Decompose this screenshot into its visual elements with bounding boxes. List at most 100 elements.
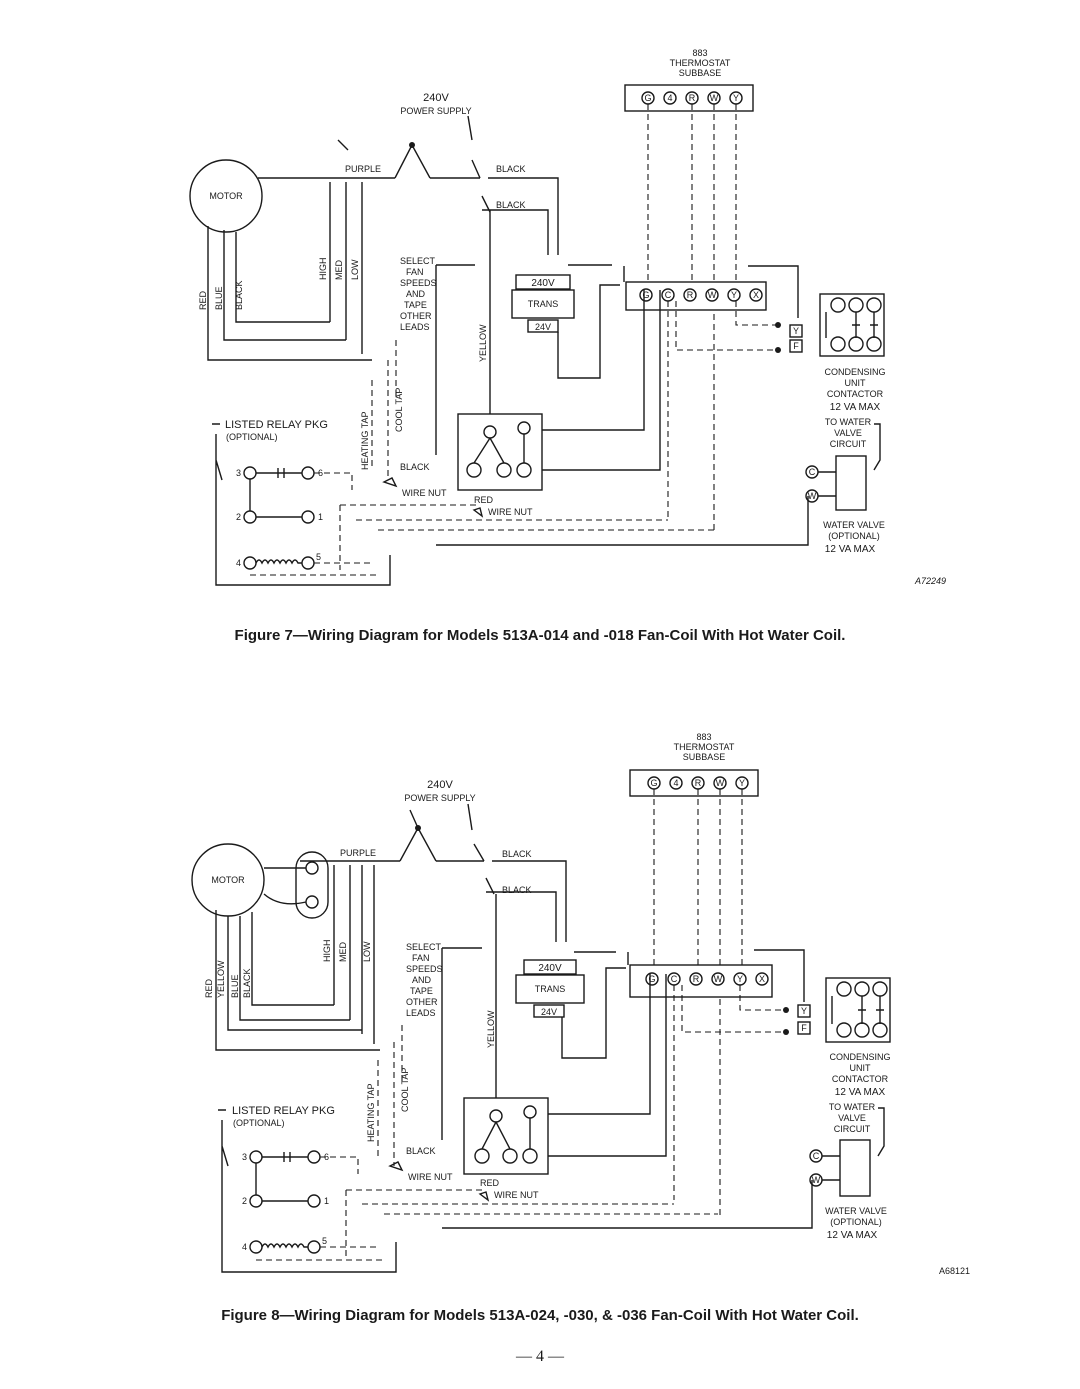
black-wire-label-1: BLACK [496,164,526,174]
relay-pin-4 [243,556,257,570]
motor [189,159,263,233]
svg-text:SELECT: SELECT [400,256,436,266]
cool-tap-label: COOL TAP [394,388,404,432]
svg-text:OTHER: OTHER [400,311,432,321]
power-voltage: 240V [427,779,453,791]
select-note: SELECT FAN SPEEDS AND TAPE OTHER LEADS [406,942,443,1018]
svg-text:AND: AND [412,975,432,985]
svg-text:Y: Y [801,1006,807,1016]
svg-text:12 VA MAX: 12 VA MAX [830,402,881,413]
svg-text:W: W [812,1175,821,1185]
svg-text:CONDENSING: CONDENSING [829,1052,890,1062]
black-wire-label-2: BLACK [496,200,526,210]
figure-7-code: A72249 [914,576,946,586]
relay-pin-5 [301,556,315,570]
svg-text:SELECT: SELECT [406,942,442,952]
speed-low: LOW [350,259,360,280]
figure-8-code: A68121 [939,1266,970,1276]
relay-pin-6 [307,1150,321,1164]
purple-wire-label: PURPLE [340,848,376,858]
speed-high: HIGH [322,940,332,963]
page-number: — 4 — [516,1348,564,1365]
svg-text:W: W [708,290,717,300]
svg-text:TRANS: TRANS [535,984,566,994]
thermostat-subbase [624,84,754,112]
thermostat-model: 883 [696,732,711,742]
power-supply-label: POWER SUPPLY [400,106,471,116]
svg-text:24V: 24V [541,1007,557,1017]
lead-black: BLACK [242,968,252,998]
contactor-term-y [789,324,803,338]
relay-pin-3 [243,466,257,480]
transformer-secondary [527,319,559,333]
svg-text:UNIT: UNIT [850,1063,871,1073]
svg-text:C: C [809,467,816,477]
svg-text:FAN: FAN [406,267,424,277]
svg-text:CIRCUIT: CIRCUIT [830,439,867,449]
contactor-term-f [797,1021,811,1035]
black-relay-label: BLACK [400,462,430,472]
yellow-wire-label: YELLOW [486,1010,496,1048]
lead-black: BLACK [234,280,244,310]
motor-label: MOTOR [211,875,245,885]
svg-text:WATER VALVE: WATER VALVE [825,1206,887,1216]
svg-text:G: G [642,290,649,300]
svg-text:1: 1 [318,512,323,522]
relay-pin-6 [301,466,315,480]
svg-text:AND: AND [406,289,426,299]
relay-pin-3 [249,1150,263,1164]
transformer [515,974,585,1004]
red-wire-label: RED [480,1178,500,1188]
svg-text:3: 3 [242,1152,247,1162]
speed-med: MED [334,260,344,281]
figure-7-caption: Figure 7—Wiring Diagram for Models 513A-… [234,627,846,644]
wire-nut-2: WIRE NUT [488,507,533,517]
svg-text:1: 1 [324,1196,329,1206]
lead-red: RED [198,290,208,310]
svg-text:12 VA MAX: 12 VA MAX [827,1230,878,1241]
svg-text:F: F [793,341,799,351]
svg-text:4: 4 [667,93,672,103]
svg-text:G: G [648,974,655,984]
svg-text:CONTACTOR: CONTACTOR [827,389,884,399]
svg-text:6: 6 [324,1152,329,1162]
water-valve-label: WATER VALVE (OPTIONAL) 12 VA MAX [823,520,885,555]
svg-text:12 VA MAX: 12 VA MAX [835,1087,886,1098]
condensing-label: CONDENSING UNIT CONTACTOR 12 VA MAX [829,1052,890,1098]
svg-text:TO WATER: TO WATER [829,1102,876,1112]
board-terminals: G C R W Y X [645,972,769,986]
speed-med: MED [338,942,348,963]
svg-text:SPEEDS: SPEEDS [400,278,437,288]
wire-nut-1: WIRE NUT [408,1172,453,1182]
contactor-term-y [797,1004,811,1018]
thermostat-line1: THERMOSTAT [670,58,731,68]
svg-text:Y: Y [737,974,743,984]
lead-blue: BLUE [214,286,224,310]
svg-text:VALVE: VALVE [838,1113,866,1123]
svg-text:6: 6 [318,468,323,478]
svg-text:C: C [813,1151,820,1161]
heating-tap-label: HEATING TAP [360,411,370,470]
svg-text:CONDENSING: CONDENSING [824,367,885,377]
svg-text:R: R [689,93,696,103]
svg-text:LEADS: LEADS [406,1008,436,1018]
svg-text:WATER VALVE: WATER VALVE [823,520,885,530]
svg-text:C: C [665,290,672,300]
power-supply-label: POWER SUPPLY [404,793,475,803]
svg-text:UNIT: UNIT [845,378,866,388]
svg-text:(OPTIONAL): (OPTIONAL) [830,1217,882,1227]
svg-text:4: 4 [242,1242,247,1252]
speed-low: LOW [362,941,372,962]
svg-text:CONTACTOR: CONTACTOR [832,1074,889,1084]
svg-text:TAPE: TAPE [404,300,427,310]
black-wire-label-2: BLACK [502,885,532,895]
relay-title: LISTED RELAY PKG [225,419,328,431]
power-voltage: 240V [423,92,449,104]
relay-title: LISTED RELAY PKG [232,1105,335,1117]
transformer-primary [515,274,571,290]
black-wire-label-1: BLACK [502,849,532,859]
svg-text:VALVE: VALVE [834,428,862,438]
lead-red: RED [204,978,214,998]
water-circuit-label: TO WATER VALVE CIRCUIT [825,417,872,449]
water-circuit-label: TO WATER VALVE CIRCUIT [829,1102,876,1134]
